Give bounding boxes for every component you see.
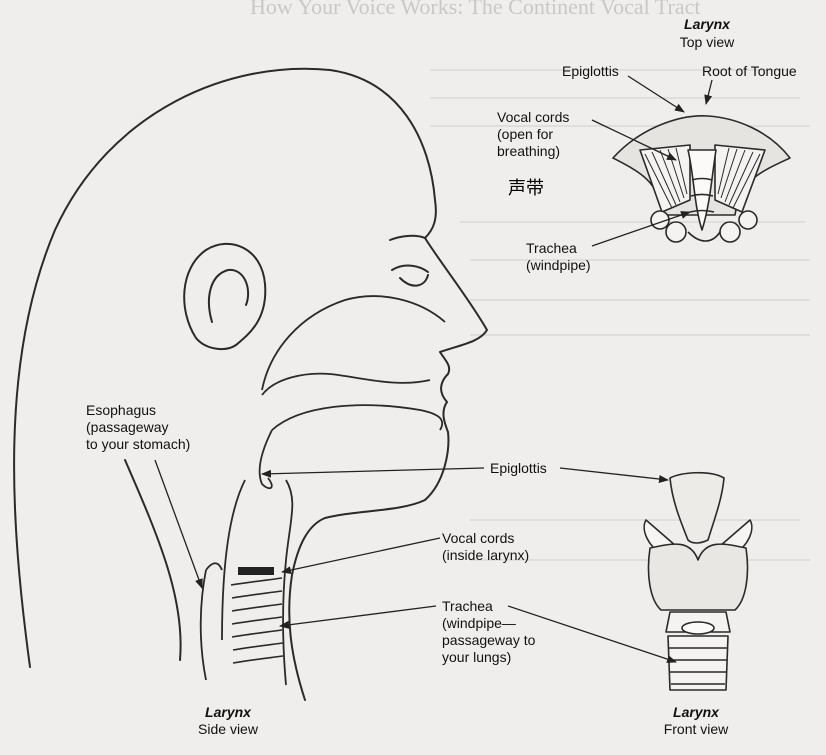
side-view-caption-title: Larynx — [205, 704, 251, 720]
side-trachea-label: Trachea (windpipe— passageway to your lu… — [442, 598, 536, 665]
root-of-tongue-label: Root of Tongue — [702, 63, 797, 79]
pointer-lines — [154, 75, 713, 663]
top-epiglottis-label: Epiglottis — [562, 63, 619, 79]
vocal-cords-marker — [238, 567, 274, 575]
side-epiglottis-label: Epiglottis — [490, 460, 547, 476]
side-vocal-cords-label: Vocal cords (inside larynx) — [442, 530, 530, 563]
trachea-rings-side — [230, 577, 284, 664]
top-vocal-cords-label: Vocal cords (open for breathing) — [497, 109, 570, 159]
side-view-caption-subtitle: Side view — [198, 721, 258, 737]
bleed-through-heading: How Your Voice Works: The Continent Voca… — [250, 0, 701, 19]
esophagus-label: Esophagus (passageway to your stomach) — [86, 402, 191, 452]
top-trachea-label: Trachea (windpipe) — [526, 240, 591, 273]
larynx-top-view — [612, 115, 791, 243]
top-view-subtitle: Top view — [679, 34, 735, 50]
front-view-caption-subtitle: Front view — [663, 721, 729, 737]
top-view-title: Larynx — [684, 16, 730, 32]
head-profile-outline — [13, 67, 488, 701]
front-view-caption-title: Larynx — [673, 704, 719, 720]
larynx-front-view — [643, 471, 753, 691]
vocal-tract-side — [199, 295, 446, 686]
chinese-annotation-vocal-cords: 声带 — [508, 178, 544, 199]
